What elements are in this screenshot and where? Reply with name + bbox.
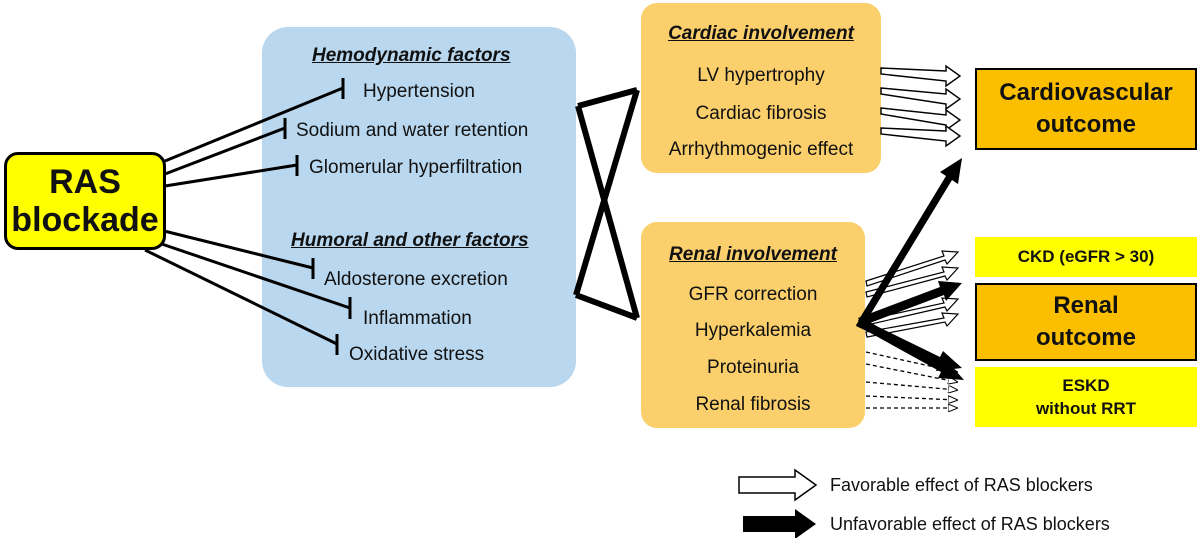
eskd-line2: without RRT	[1035, 399, 1137, 418]
renal-item: GFR correction	[688, 284, 818, 305]
factor-item: Aldosterone excretion	[324, 269, 508, 290]
cardiac-item: Arrhythmogenic effect	[668, 139, 854, 160]
legend-solid-arrow	[743, 509, 816, 538]
factor-item: Hypertension	[363, 81, 475, 102]
factor-item: Oxidative stress	[349, 344, 485, 365]
legend-open-arrow	[738, 468, 818, 502]
cardiac-heading: Cardiac involvement	[668, 23, 854, 44]
renal-item: Proteinuria	[707, 357, 799, 378]
renal-item: Renal fibrosis	[695, 394, 811, 415]
favorable-arrows-cardiac	[880, 64, 962, 148]
eskd-box: ESKD without RRT	[975, 367, 1197, 427]
cv-outcome-line1: Cardiovascular	[999, 79, 1173, 106]
ras-line2: blockade	[11, 201, 159, 239]
legend-unfavorable: Unfavorable effect of RAS blockers	[830, 514, 1110, 534]
humoral-heading: Humoral and other factors	[291, 230, 529, 251]
renal-outcome-line1: Renal	[1053, 292, 1119, 319]
legend-favorable: Favorable effect of RAS blockers	[830, 475, 1093, 495]
inhibition-lines	[144, 78, 352, 355]
unfavorable-arrows	[856, 158, 964, 380]
ckd-box: CKD (eGFR > 30)	[975, 237, 1197, 277]
factors-panel	[262, 27, 576, 387]
renal-outcome-line2: outcome	[1035, 324, 1136, 351]
eskd-line1: ESKD	[1062, 376, 1110, 395]
cv-outcome-line2: outcome	[1035, 111, 1136, 138]
renal-heading: Renal involvement	[669, 244, 837, 265]
ckd-label: CKD (eGFR > 30)	[1017, 247, 1155, 266]
ras-blockade-box: RAS blockade	[4, 152, 166, 250]
cardiac-involvement-box	[641, 3, 881, 173]
cardiac-item: LV hypertrophy	[697, 65, 825, 86]
factor-item: Glomerular hyperfiltration	[309, 157, 523, 178]
renal-involvement-box	[641, 222, 865, 428]
hemodynamic-heading: Hemodynamic factors	[312, 45, 511, 66]
ras-line1: RAS	[49, 163, 121, 201]
renal-outcome-box: Renal outcome	[975, 283, 1197, 361]
cardiovascular-outcome-box: Cardiovascular outcome	[975, 68, 1197, 150]
factor-item: Inflammation	[363, 308, 472, 329]
renal-item: Hyperkalemia	[694, 320, 812, 341]
cardiac-item: Cardiac fibrosis	[695, 103, 827, 124]
interaction-cross	[573, 87, 640, 321]
factor-item: Sodium and water retention	[296, 120, 529, 141]
